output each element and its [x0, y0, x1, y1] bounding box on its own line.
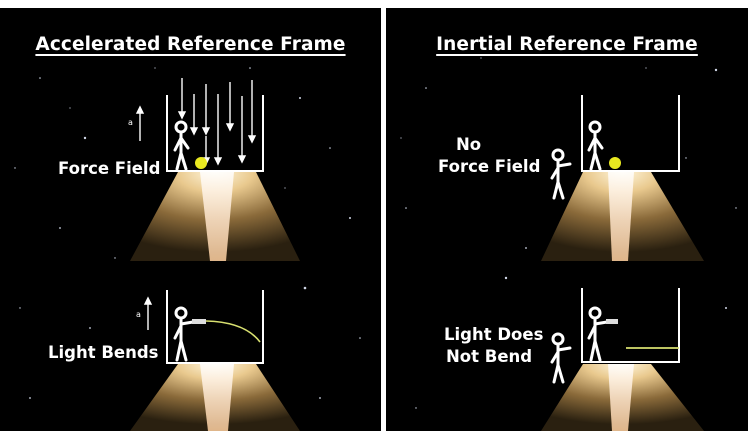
observer-figure-top [173, 120, 190, 171]
light-bends-label: Light Bends [48, 343, 159, 362]
rocket-thrust-top [130, 172, 300, 261]
inertial-frame-illustration [400, 57, 737, 431]
force-field-label: Force Field [438, 157, 541, 176]
acceleration-symbol-bottom: a [136, 310, 141, 319]
observer-figure-bottom [173, 306, 195, 362]
rocket-thrust-top [541, 172, 704, 261]
flashlight-icon [192, 319, 206, 324]
accelerated-frame-illustration [14, 67, 361, 431]
top-border [0, 0, 748, 8]
rocket-thrust-bottom [541, 364, 704, 431]
observer-figure-outside-top [550, 148, 572, 200]
elevator-box-top [581, 95, 680, 172]
panel-title: Inertial Reference Frame [436, 34, 698, 55]
not-bend-label: Not Bend [446, 347, 533, 366]
observer-figure-inside-bottom [587, 306, 609, 362]
ball-top [609, 157, 621, 169]
elevator-box-bottom [581, 288, 680, 363]
ball-top [195, 157, 207, 169]
force-field-arrows [177, 78, 257, 166]
observer-figure-inside-top [587, 120, 604, 171]
acceleration-arrow-bottom [143, 296, 153, 330]
panel-divider [381, 0, 386, 431]
panel-title: Accelerated Reference Frame [35, 34, 346, 55]
elevator-box-top [166, 95, 264, 172]
force-field-label: Force Field [58, 159, 161, 178]
bent-light-beam [205, 320, 261, 343]
acceleration-arrow-top [135, 105, 145, 141]
elevator-box-bottom [166, 290, 264, 364]
acceleration-symbol-top: a [128, 118, 133, 127]
star-field [14, 67, 361, 399]
accelerated-frame-panel: Accelerated Reference Frame Force Field … [0, 8, 381, 431]
light-does-label: Light Does [444, 325, 544, 344]
rocket-thrust-bottom [130, 364, 300, 431]
observer-figure-outside-bottom [550, 332, 572, 384]
no-label: No [456, 135, 482, 154]
inertial-frame-panel: Inertial Reference Frame No Force Field … [386, 8, 748, 431]
flashlight-icon [606, 319, 618, 324]
